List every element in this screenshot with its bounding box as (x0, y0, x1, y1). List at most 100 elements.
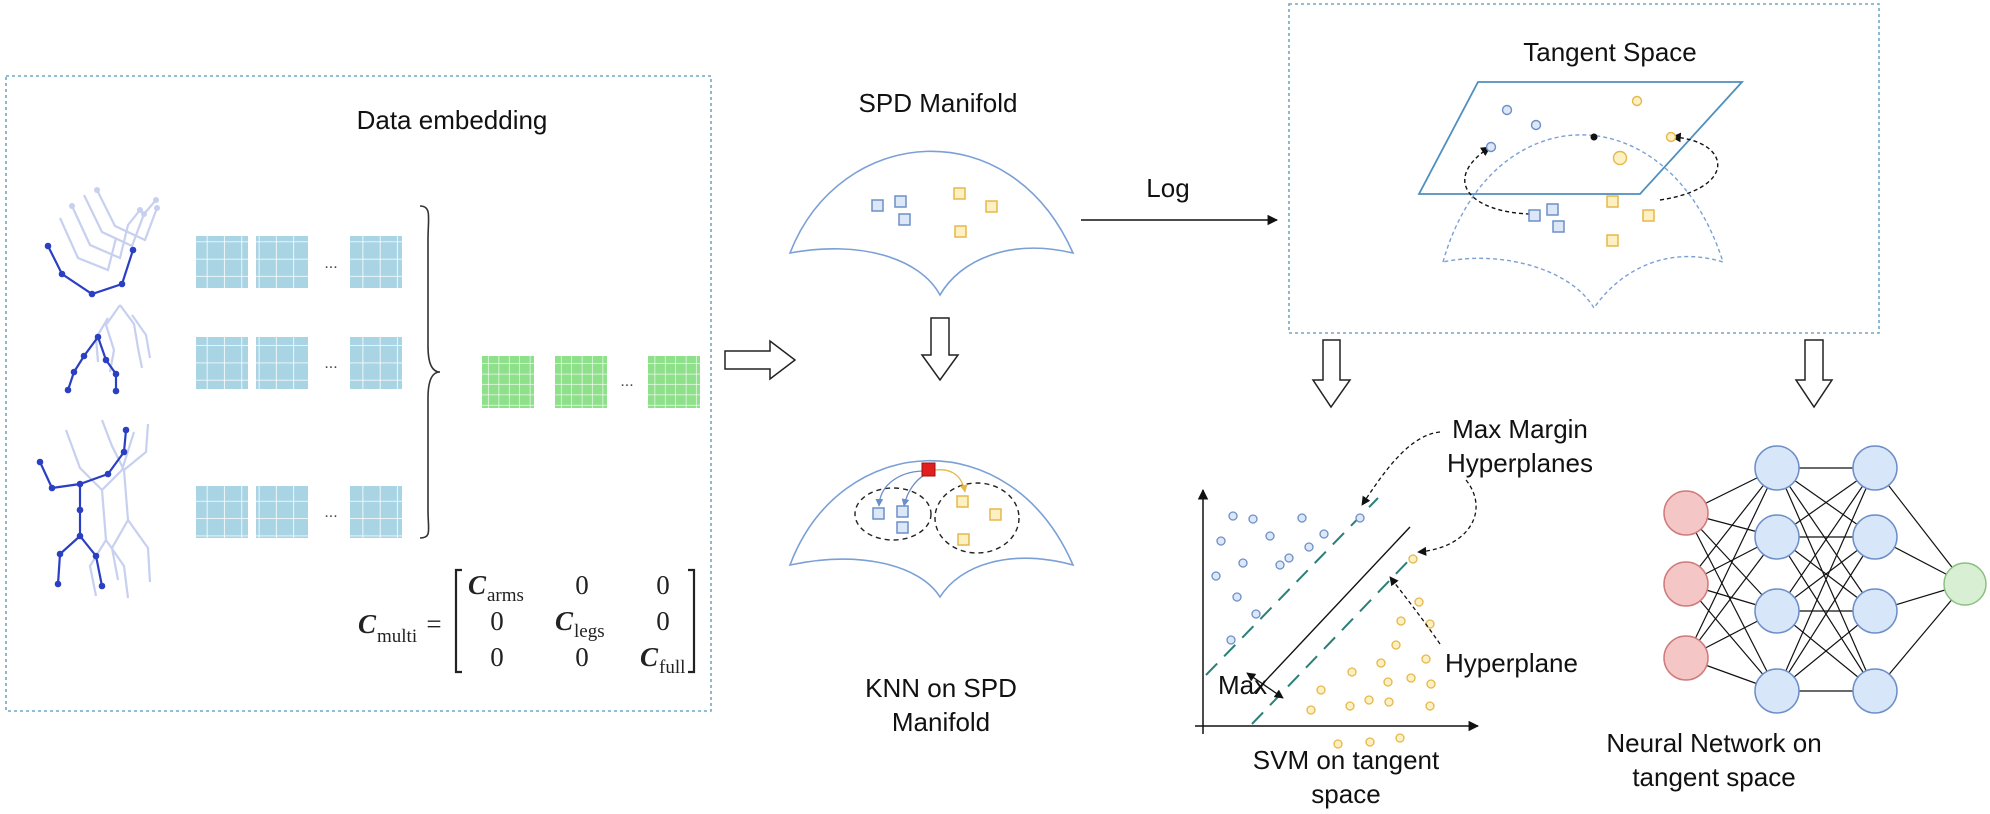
max-margin-label-line2: Hyperplanes (1447, 448, 1593, 478)
tangent-space-title: Tangent Space (1523, 37, 1696, 67)
matrix-row-legs: ... (196, 337, 402, 389)
bracket-right (688, 568, 696, 674)
nn-output-node (1943, 562, 1987, 606)
svm-orange-points (1306, 554, 1436, 749)
knn-cluster-orange (934, 482, 1020, 554)
nn-hidden-node (1852, 514, 1898, 560)
spd-manifold-surface (788, 150, 1075, 297)
matrix-ellipsis: ... (324, 255, 337, 272)
knn-manifold-surface (788, 459, 1075, 599)
max-margin-line-upper (1205, 497, 1379, 676)
tangent-plane-points (1485, 95, 1677, 166)
nn-hidden-node (1852, 668, 1898, 714)
max-margin-label-line1: Max Margin (1452, 414, 1588, 444)
svg-text:arms: arms (487, 585, 524, 606)
nn-input-node (1663, 635, 1709, 681)
matrix-ellipsis: ... (324, 355, 337, 372)
matrix-block (196, 337, 248, 389)
svg-text:0: 0 (490, 606, 504, 636)
svg-text:0: 0 (490, 642, 504, 672)
log-projection-arc-orange (1659, 132, 1719, 201)
green-matrix-block (555, 356, 607, 408)
green-matrix-block (648, 356, 700, 408)
nn-input-node (1663, 561, 1709, 607)
svg-text:legs: legs (574, 621, 605, 642)
knn-panel: KNN on SPD Manifold (788, 459, 1075, 737)
svg-text:C: C (358, 609, 377, 639)
annotation-arrow-margin (1361, 431, 1441, 506)
hollow-arrow-down-icon (920, 317, 960, 382)
nn-hidden-node (1852, 445, 1898, 491)
matrix-block (196, 486, 248, 538)
annotation-arrow-margin (1417, 479, 1477, 556)
hollow-arrow-down-icon (1794, 339, 1834, 409)
annotation-arrow-hyperplane (1389, 576, 1441, 645)
matrix-block (196, 236, 248, 288)
svg-text:=: = (426, 609, 441, 639)
svm-caption-line2: space (1311, 779, 1380, 809)
nn-connection (1685, 512, 1778, 692)
tangent-manifold-surface (1442, 134, 1725, 310)
knn-link-blue (875, 470, 923, 507)
hollow-arrow-down-icon (1311, 339, 1352, 409)
svm-blue-points (1211, 511, 1365, 645)
knn-points (872, 495, 1002, 546)
hollow-arrow-right-icon (724, 339, 797, 381)
embedding-frame (5, 75, 712, 712)
svg-text:multi: multi (377, 626, 417, 647)
matrix-ellipsis: ... (620, 373, 633, 390)
c-multi-equation: C multi = C arms 0 0 0 C legs 0 0 0 C fu… (358, 568, 696, 678)
spd-points (871, 187, 998, 238)
data-embedding-panel: Data embedding (5, 75, 712, 712)
knn-caption-line2: Manifold (892, 707, 990, 737)
svg-text:0: 0 (575, 570, 589, 600)
log-label: Log (1146, 173, 1189, 203)
svg-text:C: C (555, 606, 574, 636)
nn-hidden-node (1852, 588, 1898, 634)
knn-link-orange (934, 469, 968, 493)
matrix-block (256, 236, 308, 288)
tangent-space-panel: Tangent Space (1288, 3, 1880, 334)
nn-hidden-node (1754, 445, 1800, 491)
svg-text:full: full (659, 657, 685, 678)
nn-connection (1685, 467, 1778, 585)
nn-connection (1776, 467, 1876, 692)
spd-manifold-panel: SPD Manifold (788, 88, 1075, 297)
tangent-manifold-points (1528, 195, 1655, 247)
green-matrix-block (482, 356, 534, 408)
svm-panel: Max Max Margin Hyperplanes Hyperplane SV… (1195, 414, 1593, 809)
nn-hidden-node (1754, 514, 1800, 560)
matrix-block (256, 486, 308, 538)
hyperplane-label: Hyperplane (1445, 648, 1578, 678)
tangent-plane (1417, 81, 1745, 195)
nn-input-node (1663, 490, 1709, 536)
nn-caption-line2: tangent space (1632, 762, 1795, 792)
nn-connection (1776, 467, 1876, 612)
svg-text:0: 0 (656, 606, 670, 636)
svg-text:0: 0 (575, 642, 589, 672)
matrix-row-arms: ... (196, 236, 402, 288)
nn-nodes (1663, 445, 1987, 714)
svg-text:0: 0 (656, 570, 670, 600)
nn-connection (1685, 583, 1778, 692)
nn-connection (1874, 467, 1966, 585)
nn-caption-line1: Neural Network on (1606, 728, 1821, 758)
nn-connection (1685, 467, 1778, 659)
decision-hyperplane (1253, 526, 1411, 694)
skeleton-legs-icon (64, 304, 152, 395)
base-point (1590, 133, 1598, 141)
multi-covariance-row: ... (482, 356, 700, 408)
nn-hidden-node (1754, 588, 1800, 634)
data-embedding-title: Data embedding (357, 105, 548, 135)
max-label: Max (1218, 670, 1267, 700)
log-projection-arc-blue (1464, 146, 1531, 215)
neural-network-panel: Neural Network on tangent space (1606, 445, 1987, 792)
skeleton-full-icon (36, 419, 152, 599)
matrix-block (350, 486, 402, 538)
nn-connections (1685, 467, 1966, 692)
nn-connection (1685, 536, 1778, 659)
margin-arrow (1246, 672, 1284, 699)
nn-connection (1776, 536, 1876, 692)
bracket-left (454, 568, 462, 674)
